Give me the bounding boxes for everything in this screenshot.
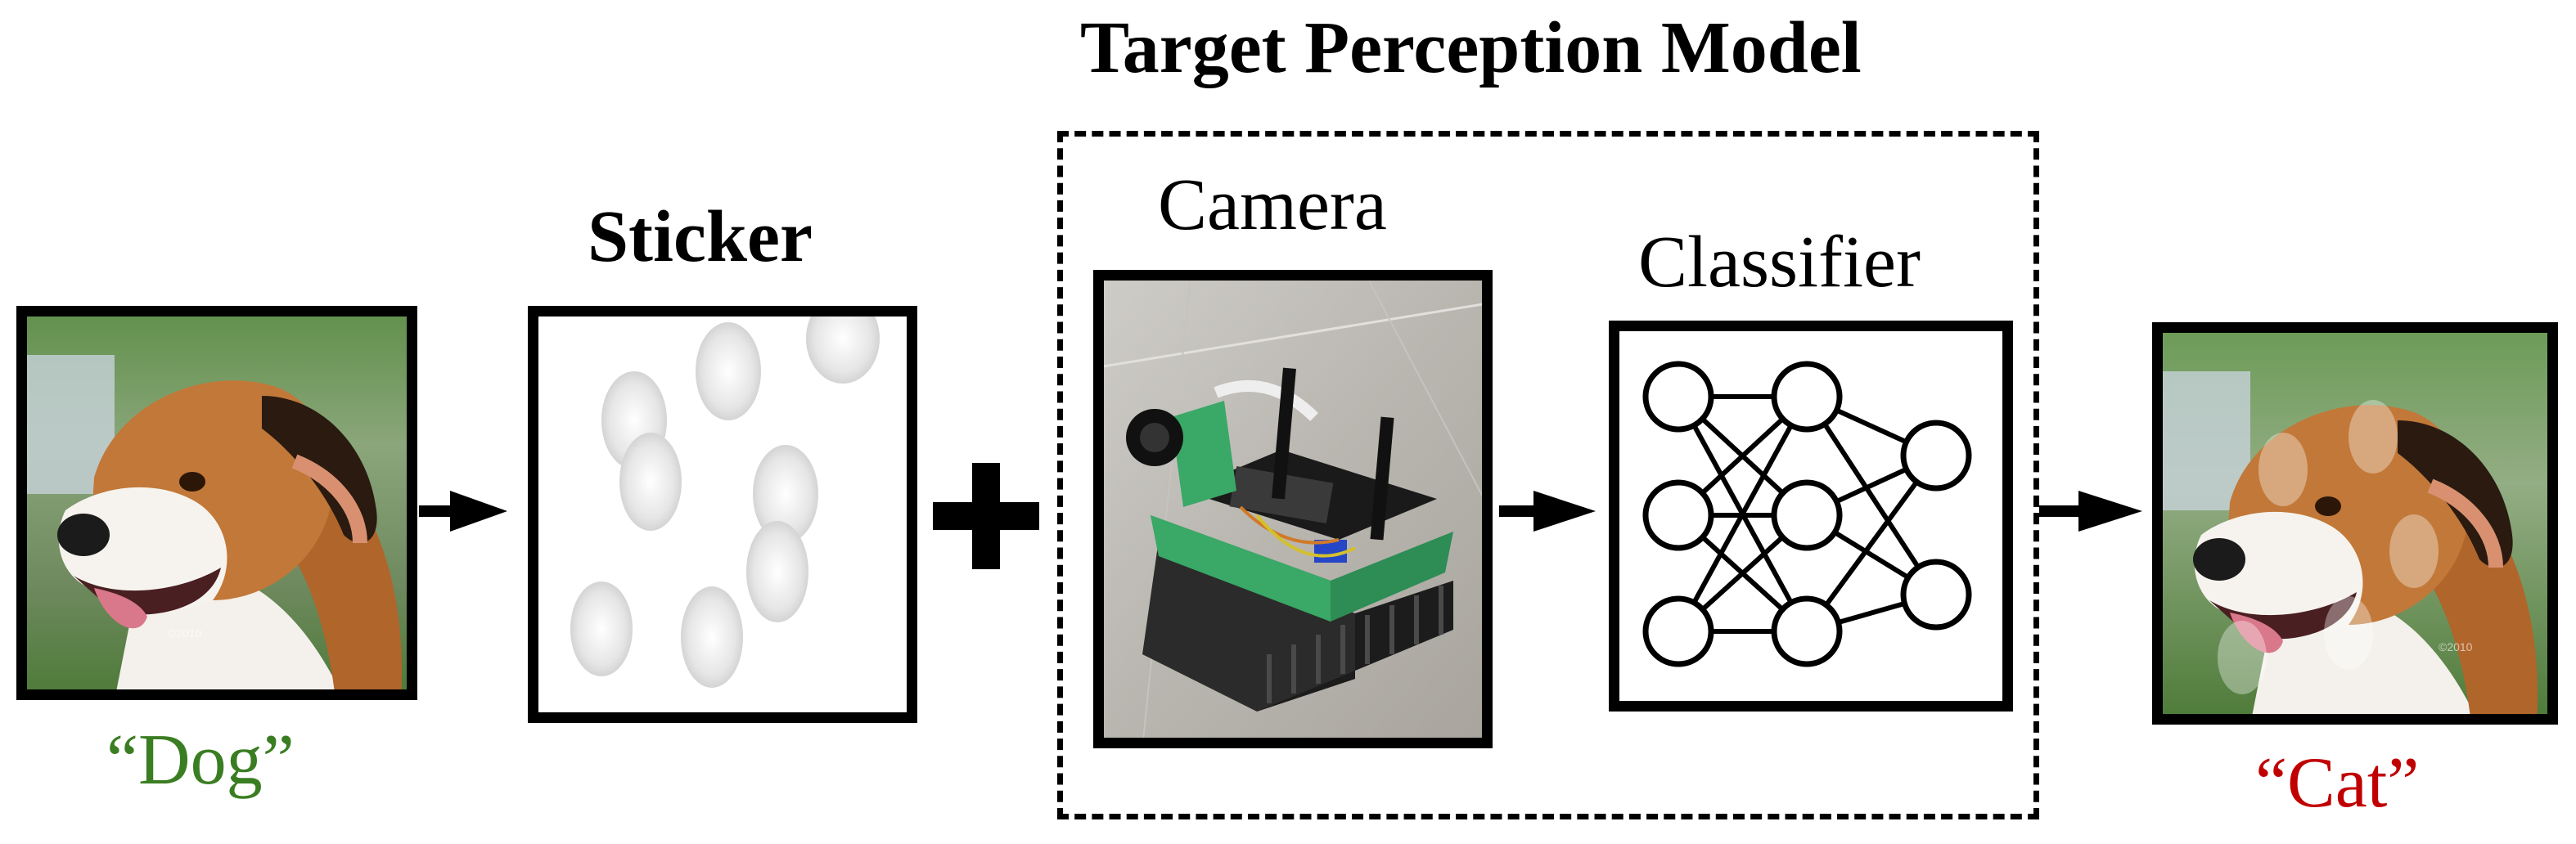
neural-network-icon (1642, 361, 1972, 667)
watermark-text: ©2010 (168, 626, 202, 640)
input-dog-image: ©2010 (16, 306, 417, 700)
input-class-label: “Dog” (106, 721, 295, 800)
arrow-right-icon (419, 491, 507, 532)
neuron (1642, 479, 1714, 551)
output-dog-image: ©2010 (2152, 322, 2558, 725)
output-class-label: “Cat” (2255, 743, 2420, 823)
arrow-right-icon (2039, 491, 2142, 532)
dog-photo-perturbed: ©2010 (2163, 333, 2547, 714)
plus-icon (933, 463, 1039, 569)
neuron (1900, 420, 1972, 492)
camera-label: Camera (1158, 164, 1387, 245)
perception-model-box (1057, 131, 2039, 819)
neuron (1900, 559, 1972, 631)
classifier-box (1609, 321, 2013, 712)
diagram-title: Target Perception Model (1080, 7, 1862, 88)
neuron (1642, 361, 1714, 433)
arrow-right-icon (1499, 491, 1596, 532)
dog-photo: ©2010 (27, 316, 407, 689)
neuron (1771, 361, 1843, 433)
watermark-text: ©2010 (2439, 640, 2473, 653)
sticker-label: Sticker (588, 196, 813, 277)
classifier-label: Classifier (1638, 222, 1921, 303)
sticker-image (528, 306, 917, 723)
neuron (1771, 595, 1843, 667)
robot-camera-image (1093, 270, 1493, 748)
robot-photo (1104, 281, 1482, 738)
neuron (1642, 595, 1714, 667)
neuron (1771, 479, 1843, 551)
sticker-spots (538, 316, 907, 712)
